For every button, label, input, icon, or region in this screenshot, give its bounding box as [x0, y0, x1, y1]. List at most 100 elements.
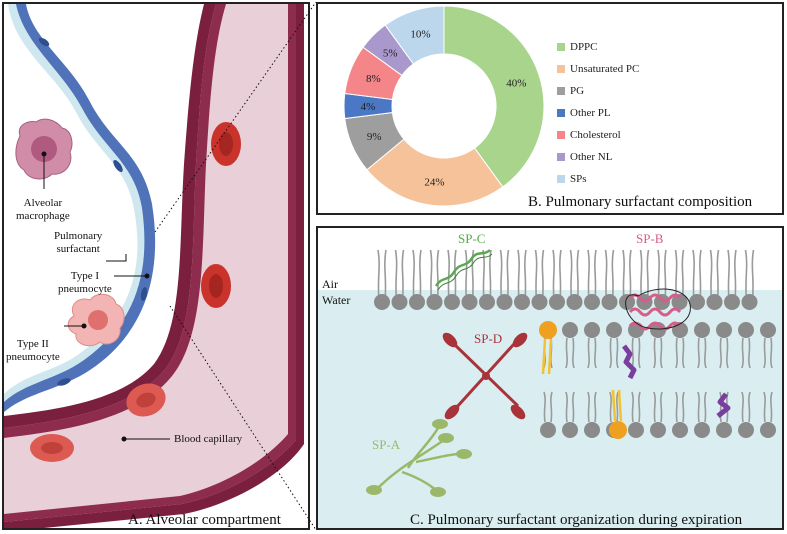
lipid-tail [674, 249, 678, 301]
sp-d-center [482, 372, 490, 380]
lipid-tail [709, 249, 713, 301]
lipid-tail [638, 337, 641, 369]
lipid-tail [699, 249, 702, 301]
label-sp-a: SP-A [372, 437, 401, 452]
lipid-tail [604, 249, 608, 301]
lipid-tail [741, 391, 744, 423]
lipid-tail [704, 337, 707, 369]
lipid-tail [550, 391, 553, 423]
lipid-tail [741, 337, 744, 369]
lipid-head [606, 322, 622, 338]
lipid-head [738, 422, 754, 438]
lipid-tail [489, 249, 492, 301]
macrophage-leader-dot [41, 151, 47, 157]
lipid-tail [572, 391, 575, 423]
lipid-tail [587, 337, 590, 369]
lipid-tail [639, 249, 643, 301]
label-air: Air [322, 277, 338, 291]
lipid-tail [436, 249, 440, 301]
red-blood-cell-center [136, 392, 156, 408]
lipid-head [514, 294, 530, 310]
lipid-head [540, 422, 556, 438]
lipid-tail [594, 249, 597, 301]
lipid-tail [419, 249, 422, 301]
sp-a-head [456, 449, 472, 459]
sp-a-head [430, 487, 446, 497]
lipid-tail [751, 249, 755, 301]
legend-swatch [557, 65, 565, 73]
panel-c-caption: C. Pulmonary surfactant organization dur… [410, 512, 743, 528]
lipid-head [650, 422, 666, 438]
lipid-tail [622, 249, 625, 301]
lipid-tail [646, 249, 650, 301]
lipid-tail [609, 391, 612, 423]
type-i-nucleus [140, 287, 148, 301]
lipid-tail [429, 249, 433, 301]
lipid-tail [748, 391, 751, 423]
lipid-tail [675, 337, 678, 369]
neutral-lipid [622, 344, 637, 380]
sp-a-stems [377, 427, 461, 491]
lipid-tail [734, 249, 737, 301]
legend-item-dppc: DPPC [557, 40, 598, 54]
lipid-tail [697, 391, 700, 423]
lipid-tail [629, 249, 632, 301]
surfactant-leader [106, 254, 127, 262]
red-blood-cell-center [209, 274, 223, 298]
lipid-tail [653, 391, 656, 423]
lipid-tail [384, 249, 387, 301]
sp-d-head [444, 404, 460, 420]
lipid-head [409, 294, 425, 310]
label-alveolar-macrophage: Alveolar macrophage [16, 197, 70, 222]
type-ii-nucleus [88, 310, 108, 330]
red-blood-cell-center [219, 132, 233, 156]
sp-b-outline [625, 288, 691, 330]
lipid-tail [412, 249, 415, 301]
lipid-head [374, 294, 390, 310]
lipid-head [584, 322, 600, 338]
lipid-tail [675, 391, 678, 423]
lipid-tail [719, 391, 722, 423]
label-sp-d: SP-D [474, 331, 503, 346]
lipid-tail [576, 249, 580, 301]
type-i-nucleus [113, 160, 123, 172]
lipid-head [716, 322, 732, 338]
sp-a-head [366, 485, 382, 495]
lipid-head [672, 422, 688, 438]
lipid-tail [748, 337, 751, 369]
lipid-tail [653, 337, 656, 369]
lipid-tail [682, 391, 685, 423]
legend-label: Unsaturated PC [570, 63, 640, 75]
sp-d-head [442, 332, 458, 348]
lipid-head [444, 294, 460, 310]
label-blood-capillary: Blood capillary [174, 433, 243, 445]
lipid-tail [401, 249, 405, 301]
sp-c-helix-strand [437, 253, 493, 291]
macrophage-nucleus [31, 136, 57, 162]
lipid-tail [464, 249, 468, 301]
lipid-head [671, 294, 688, 310]
legend-label: DPPC [570, 41, 598, 53]
alveolar-illustration [4, 4, 304, 528]
legend-label: PG [570, 85, 585, 97]
lipid-tail [657, 249, 660, 301]
label-type-i-pneumocyte: Type I pneumocyte [58, 270, 112, 295]
lipid-head [706, 294, 723, 310]
sp-b-helix [628, 307, 682, 317]
lipid-head [531, 294, 548, 310]
panel-a-caption: A. Alveolar compartment [128, 512, 281, 528]
lipid-head [461, 294, 478, 310]
lipid-tail [681, 249, 685, 301]
lipid-head [724, 294, 740, 310]
lipid-tail [763, 337, 766, 369]
label-pulmonary-surfactant: Pulmonary surfactant [54, 230, 103, 255]
lipid-tail [638, 391, 641, 423]
lipid-tail [763, 391, 766, 423]
lipid-tail [572, 337, 575, 369]
lipid-tail [565, 391, 568, 423]
label-type-ii-pneumocyte: Type II pneumocyte [6, 338, 60, 363]
lipid-tail [660, 337, 663, 369]
lipid-tail [559, 249, 562, 301]
lipid-tail [770, 337, 773, 369]
cholesterol-head [609, 421, 627, 439]
